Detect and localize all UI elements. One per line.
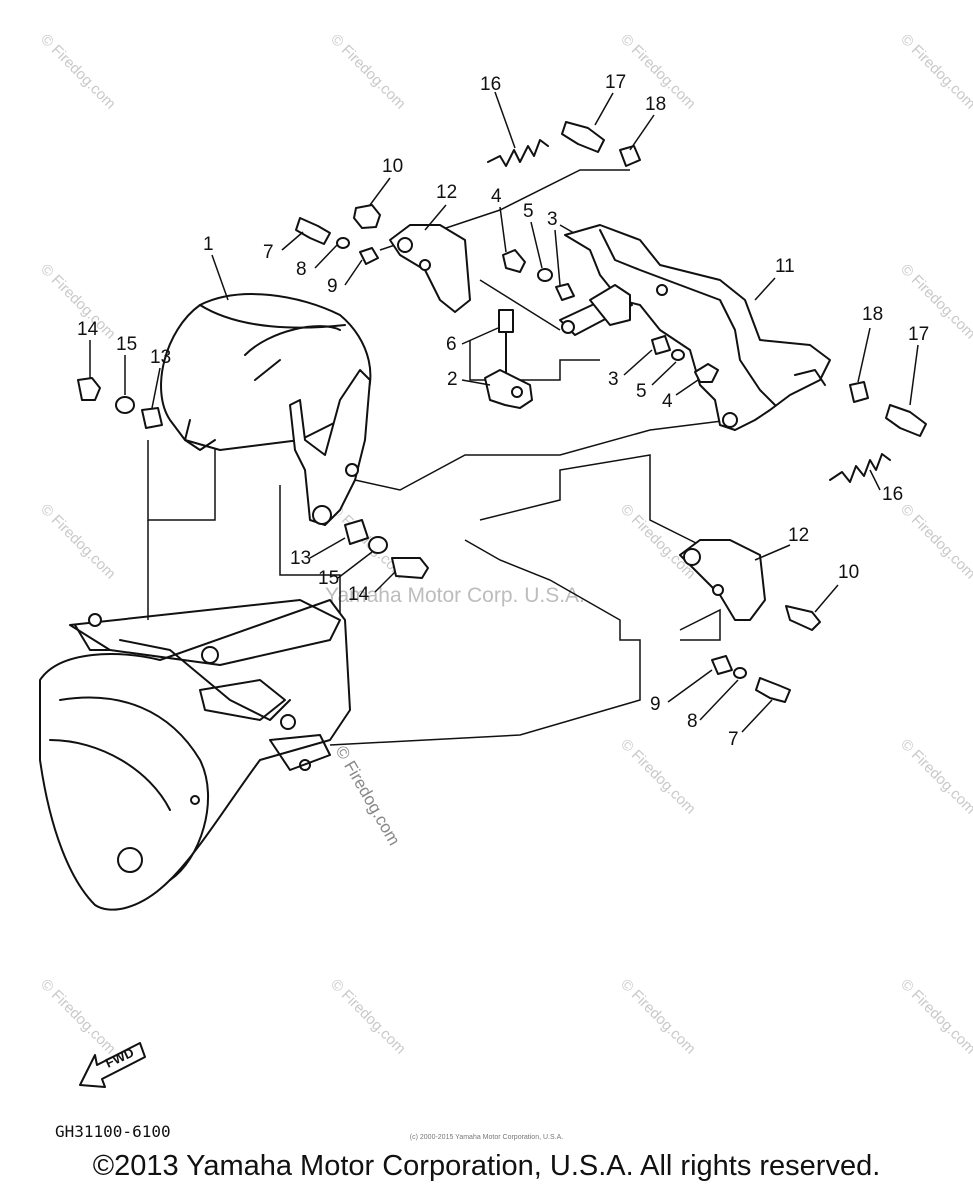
watermark: © Firedog.com: [617, 736, 699, 818]
callout-14: 14: [77, 319, 99, 340]
callout-8: 8: [687, 711, 698, 732]
callout-7: 7: [728, 729, 739, 750]
watermark: © Firedog.com: [897, 31, 973, 113]
callout-8: 8: [296, 259, 307, 280]
watermark: © Firedog.com: [327, 976, 409, 1058]
support-bracket: [289, 369, 371, 526]
watermark: © Firedog.com: [37, 501, 119, 583]
callout-9: 9: [327, 276, 338, 297]
watermark: © Firedog.com: [37, 976, 119, 1058]
watermark-center: Yamaha Motor Corp. U.S.A.: [325, 584, 585, 607]
callout-18: 18: [645, 94, 666, 115]
callout-7: 7: [263, 242, 274, 263]
callout-10: 10: [382, 156, 403, 177]
callouts: 1 2 3 3 4 4 5 5 6 7 7 8 8 9 9 10 10 11 1…: [77, 72, 929, 750]
callout-9: 9: [650, 694, 661, 715]
callout-1: 1: [203, 234, 214, 255]
callout-12: 12: [436, 182, 457, 203]
part-11-bracket: [564, 224, 831, 431]
callout-2: 2: [447, 369, 458, 390]
callout-4: 4: [491, 186, 502, 207]
watermark: © Firedog.com: [37, 31, 119, 113]
watermark: © Firedog.com: [617, 501, 699, 583]
watermark-grid: © Firedog.com © Firedog.com © Firedog.co…: [37, 31, 973, 1058]
callout-15: 15: [116, 334, 137, 355]
link-rod: [559, 284, 633, 336]
callout-3: 3: [547, 209, 558, 230]
callout-5: 5: [636, 381, 647, 402]
part-12-bracket-upper: [389, 224, 471, 313]
callout-13: 13: [150, 347, 171, 368]
callout-14: 14: [348, 584, 370, 605]
callout-17: 17: [605, 72, 626, 93]
assembly-guide-lines: [147, 169, 731, 746]
watermark: © Firedog.com: [897, 976, 973, 1058]
callout-10: 10: [838, 562, 859, 583]
part-12-bracket-lower: [679, 539, 766, 621]
callout-15: 15: [318, 568, 339, 589]
hardware: [77, 121, 927, 703]
part-2-bracket: [484, 369, 533, 409]
callout-12: 12: [788, 525, 809, 546]
part-6-grease-nipple: [498, 309, 514, 373]
watermark: © Firedog.com: [897, 736, 973, 818]
watermark-center-diagonal: © Firedog.com: [332, 743, 404, 849]
copyright-notice: ©2013 Yamaha Motor Corporation, U.S.A. A…: [92, 1150, 881, 1182]
fine-print: (c) 2000-2015 Yamaha Motor Corporation, …: [409, 1134, 564, 1141]
callout-18: 18: [862, 304, 883, 325]
callout-11: 11: [775, 256, 795, 277]
callout-13: 13: [290, 548, 311, 569]
callout-16: 16: [882, 484, 903, 505]
engine-assembly: [39, 599, 351, 911]
callout-4: 4: [662, 391, 673, 412]
part-code: GH31100-6100: [55, 1122, 171, 1141]
callout-6: 6: [446, 334, 457, 355]
watermark: © Firedog.com: [897, 501, 973, 583]
callout-16: 16: [480, 74, 501, 95]
callout-5: 5: [523, 201, 534, 222]
callout-17: 17: [908, 324, 929, 345]
watermark: © Firedog.com: [617, 976, 699, 1058]
leader-lines: [89, 91, 919, 733]
watermark: © Firedog.com: [327, 31, 409, 113]
callout-3: 3: [608, 369, 619, 390]
